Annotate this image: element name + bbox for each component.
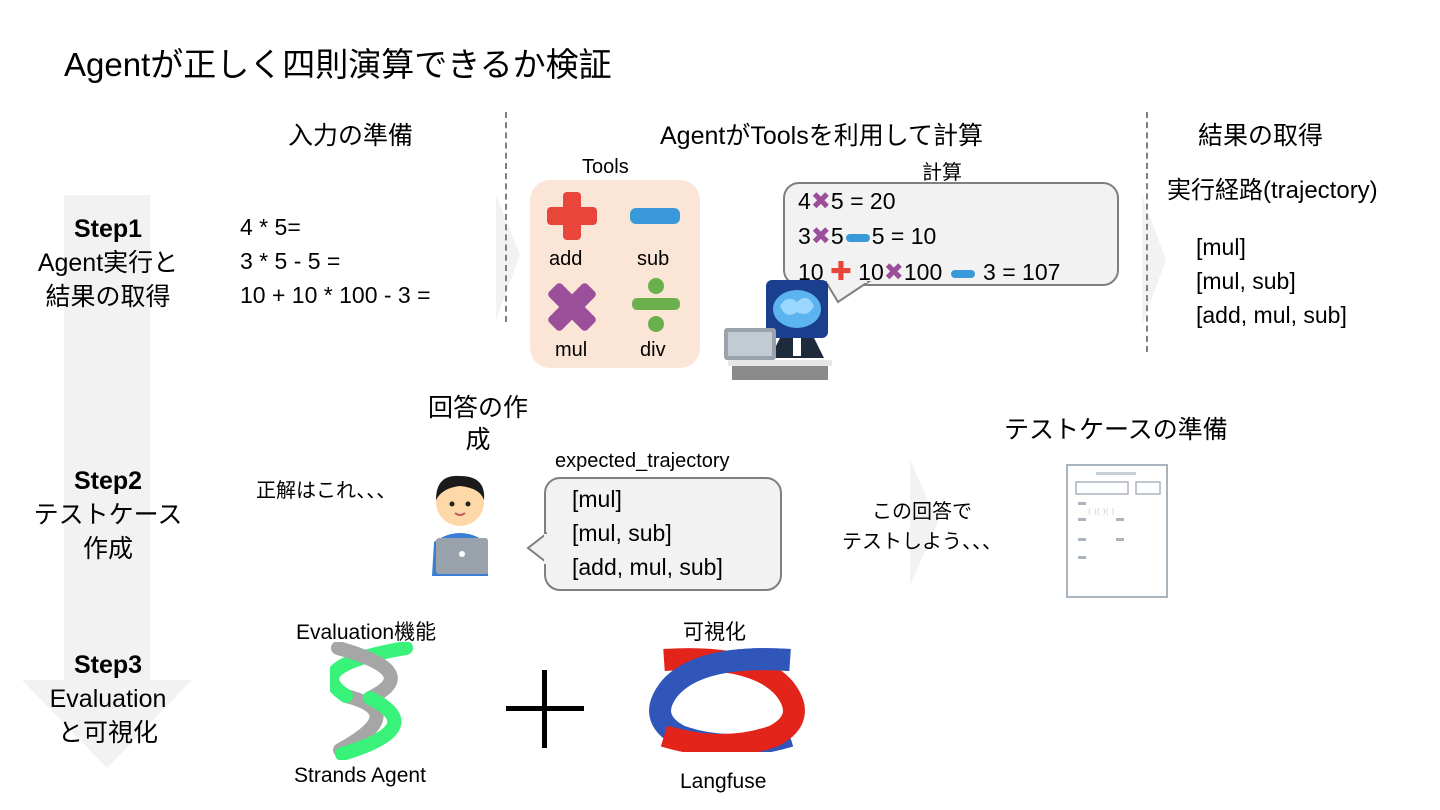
times-icon — [548, 283, 596, 331]
step2-line1: テストケース — [33, 501, 183, 529]
times-icon: ✖ — [883, 259, 904, 286]
input-list: 4 * 5= 3 * 5 - 5 = 10 + 10 * 100 - 3 = — [240, 210, 431, 312]
calc-label: 計算 — [922, 162, 962, 184]
svg-text:( )( )( ): ( )( )( ) — [1088, 507, 1114, 516]
minus-icon — [845, 233, 870, 242]
plus-sign-icon — [506, 670, 584, 748]
tools-label: Tools — [582, 156, 629, 178]
step2-label: Step2 — [73, 467, 143, 495]
step1-line1: Agent実行と — [37, 249, 179, 277]
divider-right — [1146, 112, 1148, 352]
calc-bubble-tail — [824, 279, 872, 304]
expected-item: [mul, sub] — [572, 520, 672, 546]
times-icon: ✖ — [810, 188, 831, 215]
minus-icon — [950, 269, 975, 278]
calc-bubble — [783, 182, 1119, 286]
input-line: 4 * 5= — [240, 214, 301, 240]
expected-list: [mul] [mul, sub] [add, mul, sub] — [572, 482, 723, 584]
expected-item: [add, mul, sub] — [572, 554, 723, 580]
step3-label: Step3 — [73, 651, 143, 679]
strands-label: Strands Agent — [294, 764, 426, 787]
expected-item: [mul] — [572, 486, 622, 512]
agent-header: AgentがToolsを利用して計算 — [660, 122, 983, 150]
input-line: 10 + 10 * 100 - 3 = — [240, 282, 431, 308]
answer-header-line1: 回答の作 — [428, 394, 529, 422]
plus-icon — [547, 192, 597, 240]
plus-icon: ✚ — [829, 256, 852, 286]
step-flow-arrow — [22, 195, 192, 768]
tool-mul-label: mul — [555, 339, 588, 361]
evaluation-label: Evaluation機能 — [296, 621, 437, 644]
trajectory-item: [mul] — [1196, 234, 1246, 260]
divider-left — [505, 112, 507, 322]
answer-speech: 正解はこれ、、、 — [256, 480, 397, 502]
tool-add-label: add — [549, 248, 583, 270]
chevron-arrow-3 — [910, 460, 938, 585]
answer-header: 回答の作 成 — [428, 392, 528, 456]
calc-line-1: 4✖5 = 20 — [798, 188, 896, 215]
step1-line2: 結果の取得 — [45, 283, 171, 311]
chevron-arrow-1 — [496, 195, 520, 320]
step3-line1: Evaluation — [49, 685, 167, 713]
step2-line2: 作成 — [82, 535, 133, 563]
expected-bubble-tail — [526, 531, 550, 565]
chevron-arrow-2 — [1142, 195, 1166, 325]
test-note: この回答で テストしよう、、、 — [842, 497, 1002, 557]
answer-header-line2: 成 — [465, 426, 491, 454]
tools-icons — [547, 192, 680, 332]
page-title: Agentが正しく四則演算できるか検証 — [64, 46, 612, 83]
test-note-line2: テストしよう、、、 — [842, 531, 1002, 553]
strands-logo — [330, 642, 413, 760]
langfuse-logo — [649, 648, 805, 752]
tool-sub-label: sub — [637, 248, 670, 270]
step3-line2: と可視化 — [57, 719, 158, 747]
tool-div-label: div — [640, 339, 666, 361]
trajectory-label: 実行経路(trajectory) — [1167, 177, 1378, 204]
result-header: 結果の取得 — [1198, 122, 1324, 150]
person-illustration — [432, 475, 488, 576]
step2-block: Step2 テストケース 作成 — [20, 464, 196, 566]
visualization-label: 可視化 — [683, 621, 746, 644]
ai-agent-illustration — [724, 280, 832, 380]
trajectory-item: [mul, sub] — [1196, 268, 1296, 294]
test-note-line1: この回答で — [872, 501, 972, 523]
expected-label: expected_trajectory — [555, 450, 730, 472]
langfuse-label: Langfuse — [680, 770, 767, 793]
step1-block: Step1 Agent実行と 結果の取得 — [20, 212, 196, 314]
calc-line-3: 10 ✚ 10✖100 3 = 107 — [798, 256, 1061, 286]
trajectory-list: [mul] [mul, sub] [add, mul, sub] — [1196, 230, 1347, 332]
times-icon: ✖ — [810, 223, 831, 250]
trajectory-item: [add, mul, sub] — [1196, 302, 1347, 328]
minus-icon — [630, 208, 680, 224]
divide-icon — [632, 278, 680, 332]
input-header: 入力の準備 — [288, 122, 414, 150]
step3-block: Step3 Evaluation と可視化 — [20, 648, 196, 750]
input-line: 3 * 5 - 5 = — [240, 248, 341, 274]
testcase-header: テストケースの準備 — [1004, 416, 1228, 444]
step1-label: Step1 — [73, 215, 143, 243]
document-icon: ( )( )( ) — [1066, 464, 1168, 598]
